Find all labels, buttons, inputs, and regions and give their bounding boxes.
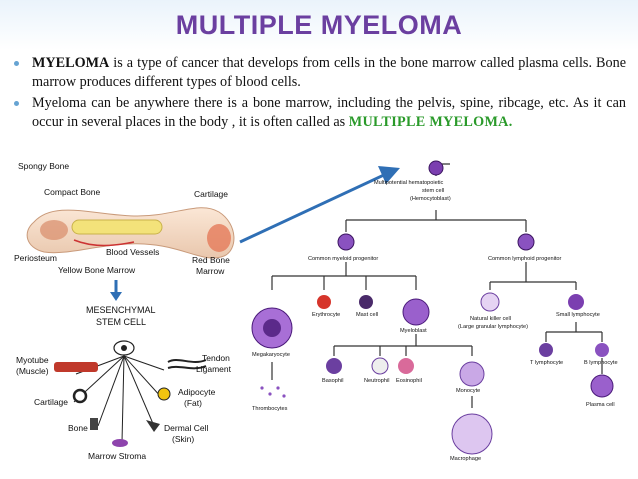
- label-marrow-stroma: Marrow Stroma: [88, 451, 147, 461]
- label-bone: Bone: [68, 423, 88, 433]
- label-root-2: stem cell: [422, 188, 445, 194]
- label-myotube: Myotube: [16, 355, 49, 365]
- label-blood-vessels: Blood Vessels: [106, 247, 160, 257]
- bullet-2-text: Myeloma can be anywhere there is a bone …: [32, 95, 626, 130]
- stem-title-1: MESENCHYMAL: [86, 305, 156, 315]
- label-monocyte: Monocyte: [456, 388, 481, 394]
- label-myeloblast: Myeloblast: [400, 328, 427, 334]
- label-red-bone: Red Bone: [192, 255, 230, 265]
- yellow-marrow-shape: [71, 219, 163, 235]
- label-nk-cell: Natural killer cell: [470, 316, 512, 322]
- label-megakaryocyte: Megakaryocyte: [252, 352, 290, 358]
- stem-cell-diagram: MESENCHYMAL STEM CELL Myotube (Muscle) T…: [14, 304, 240, 474]
- bullet-1-text: is a type of cancer that develops from c…: [32, 55, 626, 90]
- label-cartilage-2: Cartilage: [34, 397, 69, 407]
- bullet-2-highlight: MULTIPLE MYELOMA.: [348, 114, 513, 130]
- hematopoiesis-diagram: Multipotential hematopoietic stem cell (…: [250, 152, 628, 474]
- bullet-1-lead: MYELOMA: [32, 55, 110, 71]
- label-mast-cell: Mast cell: [356, 312, 379, 318]
- label-periosteum: Periosteum: [14, 253, 57, 263]
- slide-title: MULTIPLE MYELOMA: [175, 10, 463, 40]
- stem-title-2: STEM CELL: [96, 317, 147, 327]
- label-macrophage: Macrophage: [450, 456, 482, 462]
- label-eosinophil: Eosinophil: [396, 378, 422, 384]
- bone-diagram: Spongy Bone Compact Bone Cartilage Perio…: [14, 160, 242, 278]
- label-yellow-bone-marrow: Yellow Bone Marrow: [58, 265, 136, 275]
- bullet-dot: [14, 101, 19, 106]
- title-band: [0, 0, 638, 50]
- label-root-3: (Hemocytoblast): [410, 196, 451, 202]
- label-lymphoid-progenitor: Common lymphoid progenitor: [488, 256, 562, 262]
- label-spongy-bone: Spongy Bone: [18, 161, 70, 171]
- label-plasma-cell: Plasma cell: [586, 402, 615, 408]
- label-small-lymphocyte: Small lymphocyte: [556, 312, 600, 318]
- label-t-lymphocyte: T lymphocyte: [530, 360, 564, 366]
- label-neutrophil: Neutrophil: [364, 378, 390, 384]
- label-nk-cell-2: (Large granular lymphocyte): [458, 324, 528, 330]
- label-erythrocyte: Erythrocyte: [312, 312, 341, 318]
- stem-cell-illustration: [54, 340, 207, 447]
- label-muscle: (Muscle): [16, 366, 49, 376]
- bullet-2: Myeloma can be anywhere there is a bone …: [14, 94, 626, 132]
- label-marrow: Marrow: [196, 266, 225, 276]
- hematopoiesis-tree: [251, 160, 614, 455]
- bullet-dot: [14, 61, 19, 66]
- label-cartilage: Cartilage: [194, 189, 229, 199]
- label-thrombocytes: Thrombocytes: [252, 406, 288, 412]
- pointer-arrow: [239, 166, 400, 244]
- label-root-1: Multipotential hematopoietic: [374, 180, 444, 186]
- label-basophil: Basophil: [322, 378, 344, 384]
- label-compact-bone: Compact Bone: [44, 187, 101, 197]
- bullet-1: MYELOMA is a type of cancer that develop…: [14, 54, 626, 92]
- label-myeloid-progenitor: Common myeloid progenitor: [308, 256, 379, 262]
- label-b-lymphocyte: B lymphocyte: [584, 360, 618, 366]
- label-fat: (Fat): [184, 398, 202, 408]
- label-tendon: Tendon: [202, 353, 230, 363]
- red-marrow-shape: [207, 224, 231, 252]
- label-dermal-cell: Dermal Cell: [164, 423, 209, 433]
- label-skin: (Skin): [172, 434, 195, 444]
- bone-illustration: [26, 207, 235, 259]
- down-arrow: [110, 280, 122, 301]
- label-adipocyte: Adipocyte: [178, 387, 216, 397]
- label-ligament: Ligament: [196, 364, 231, 374]
